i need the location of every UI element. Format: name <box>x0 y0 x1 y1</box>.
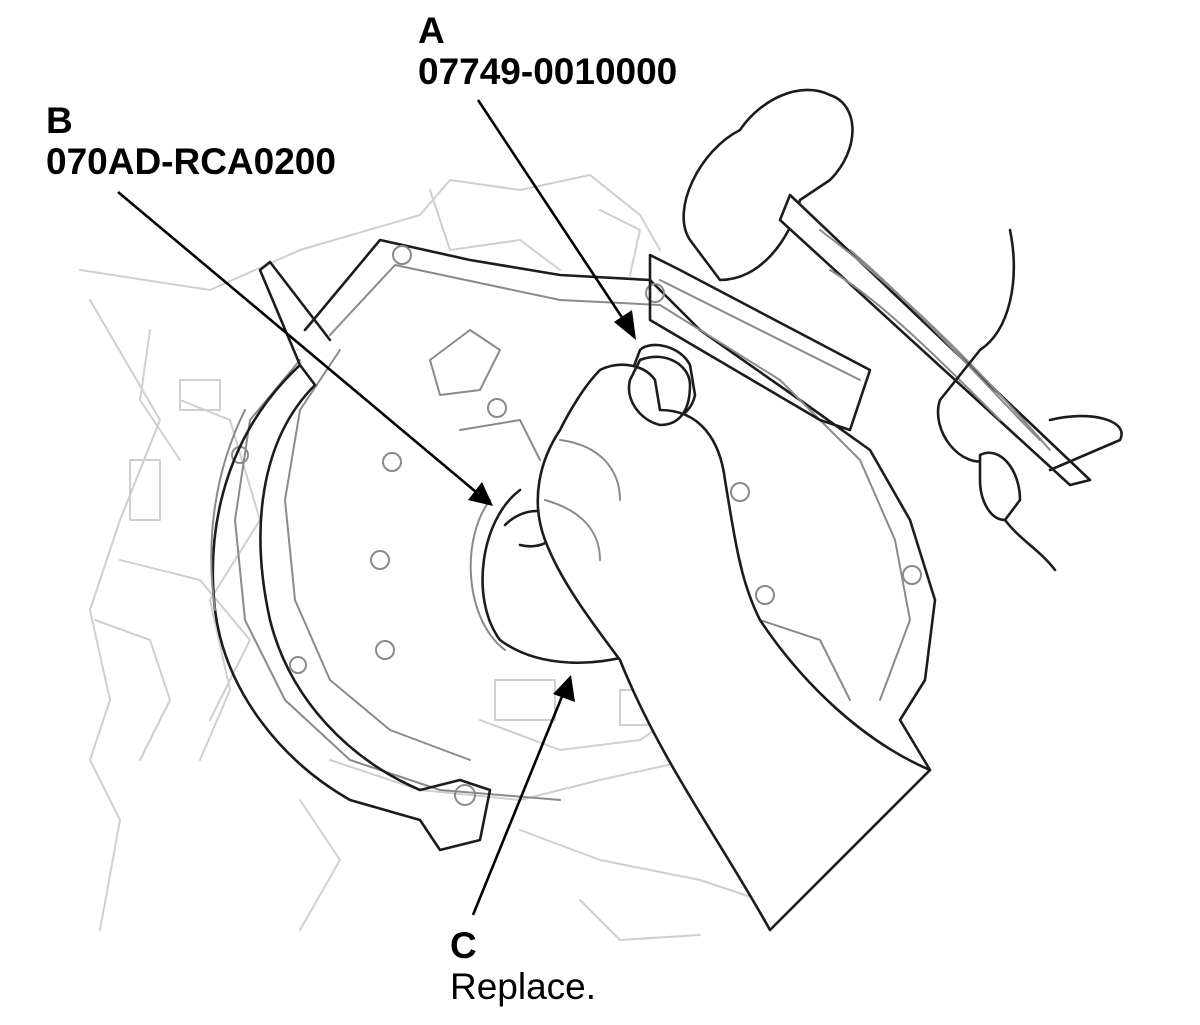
leader-b <box>117 191 477 493</box>
arrowhead-a <box>614 310 636 340</box>
callout-b-letter: B <box>46 100 73 141</box>
callout-b-part-number: 070AD-RCA0200 <box>46 141 336 183</box>
retainer-bracket <box>210 260 492 852</box>
callout-c-note: Replace. <box>450 966 597 1008</box>
driver-tool <box>623 253 872 432</box>
right-hand <box>936 228 1123 572</box>
hammer <box>682 88 1092 487</box>
callout-a: A 07749-0010000 <box>418 10 677 93</box>
left-hand <box>536 355 932 932</box>
arrowhead-c <box>553 675 575 702</box>
callout-b: B 070AD-RCA0200 <box>46 100 336 183</box>
callout-a-part-number: 07749-0010000 <box>418 51 678 93</box>
callout-a-letter: A <box>418 10 445 51</box>
callout-c-letter: C <box>450 925 477 966</box>
arrowhead-b <box>468 482 493 506</box>
callout-c: C Replace. <box>450 925 596 1008</box>
leader-c <box>471 693 565 916</box>
leader-a <box>476 99 627 323</box>
callout-leaders <box>117 99 636 916</box>
